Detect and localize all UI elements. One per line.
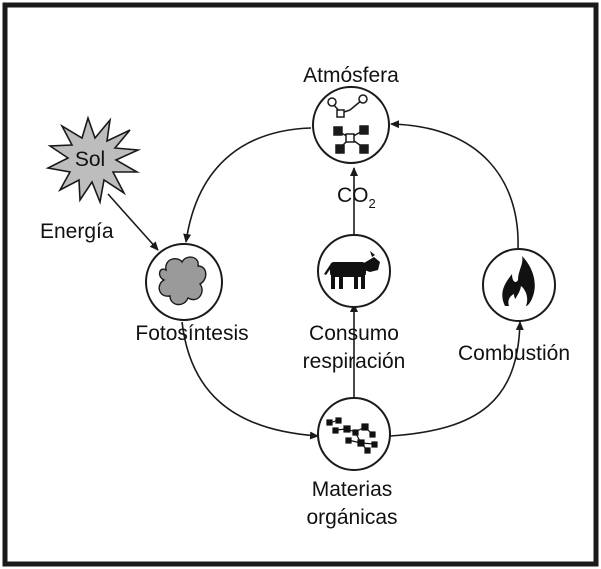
combustion-label: Combustión <box>458 342 570 365</box>
atmosphere-label: Atmósfera <box>303 64 399 87</box>
photosynthesis-node <box>145 243 223 321</box>
arrow-organic-to-combustion <box>389 321 524 437</box>
consumption-label-line2: respiración <box>303 350 406 373</box>
arrow-combustion-to-atmosphere <box>390 120 519 249</box>
leaf-icon <box>158 256 207 306</box>
co2-label: CO2 <box>337 184 376 211</box>
organic-matter-node <box>317 397 391 471</box>
molecule-icon <box>327 94 369 154</box>
fire-icon <box>502 256 535 306</box>
co2-text: CO <box>337 184 369 207</box>
arrow-photosynthesis-to-organic <box>181 321 319 440</box>
consumption-label-line1: Consumo <box>309 322 399 345</box>
sun-icon <box>45 115 142 205</box>
cow-icon <box>324 251 380 289</box>
sun-label: Sol <box>75 148 105 171</box>
arrow-sun-to-photosynthesis <box>107 193 159 251</box>
photosynthesis-label: Fotosíntesis <box>135 322 248 345</box>
organic-matter-icon <box>326 417 378 454</box>
organic-matter-label-line1: Materias <box>312 478 393 501</box>
atmosphere-node <box>312 86 390 164</box>
arrow-atmosphere-to-photosynthesis <box>183 127 312 243</box>
combustion-node <box>482 248 556 322</box>
co2-subscript: 2 <box>369 196 376 211</box>
organic-matter-label-line2: orgánicas <box>306 506 397 529</box>
consumption-node <box>317 234 391 308</box>
sun-node: Sol <box>45 115 142 205</box>
energy-label: Energía <box>40 220 114 243</box>
